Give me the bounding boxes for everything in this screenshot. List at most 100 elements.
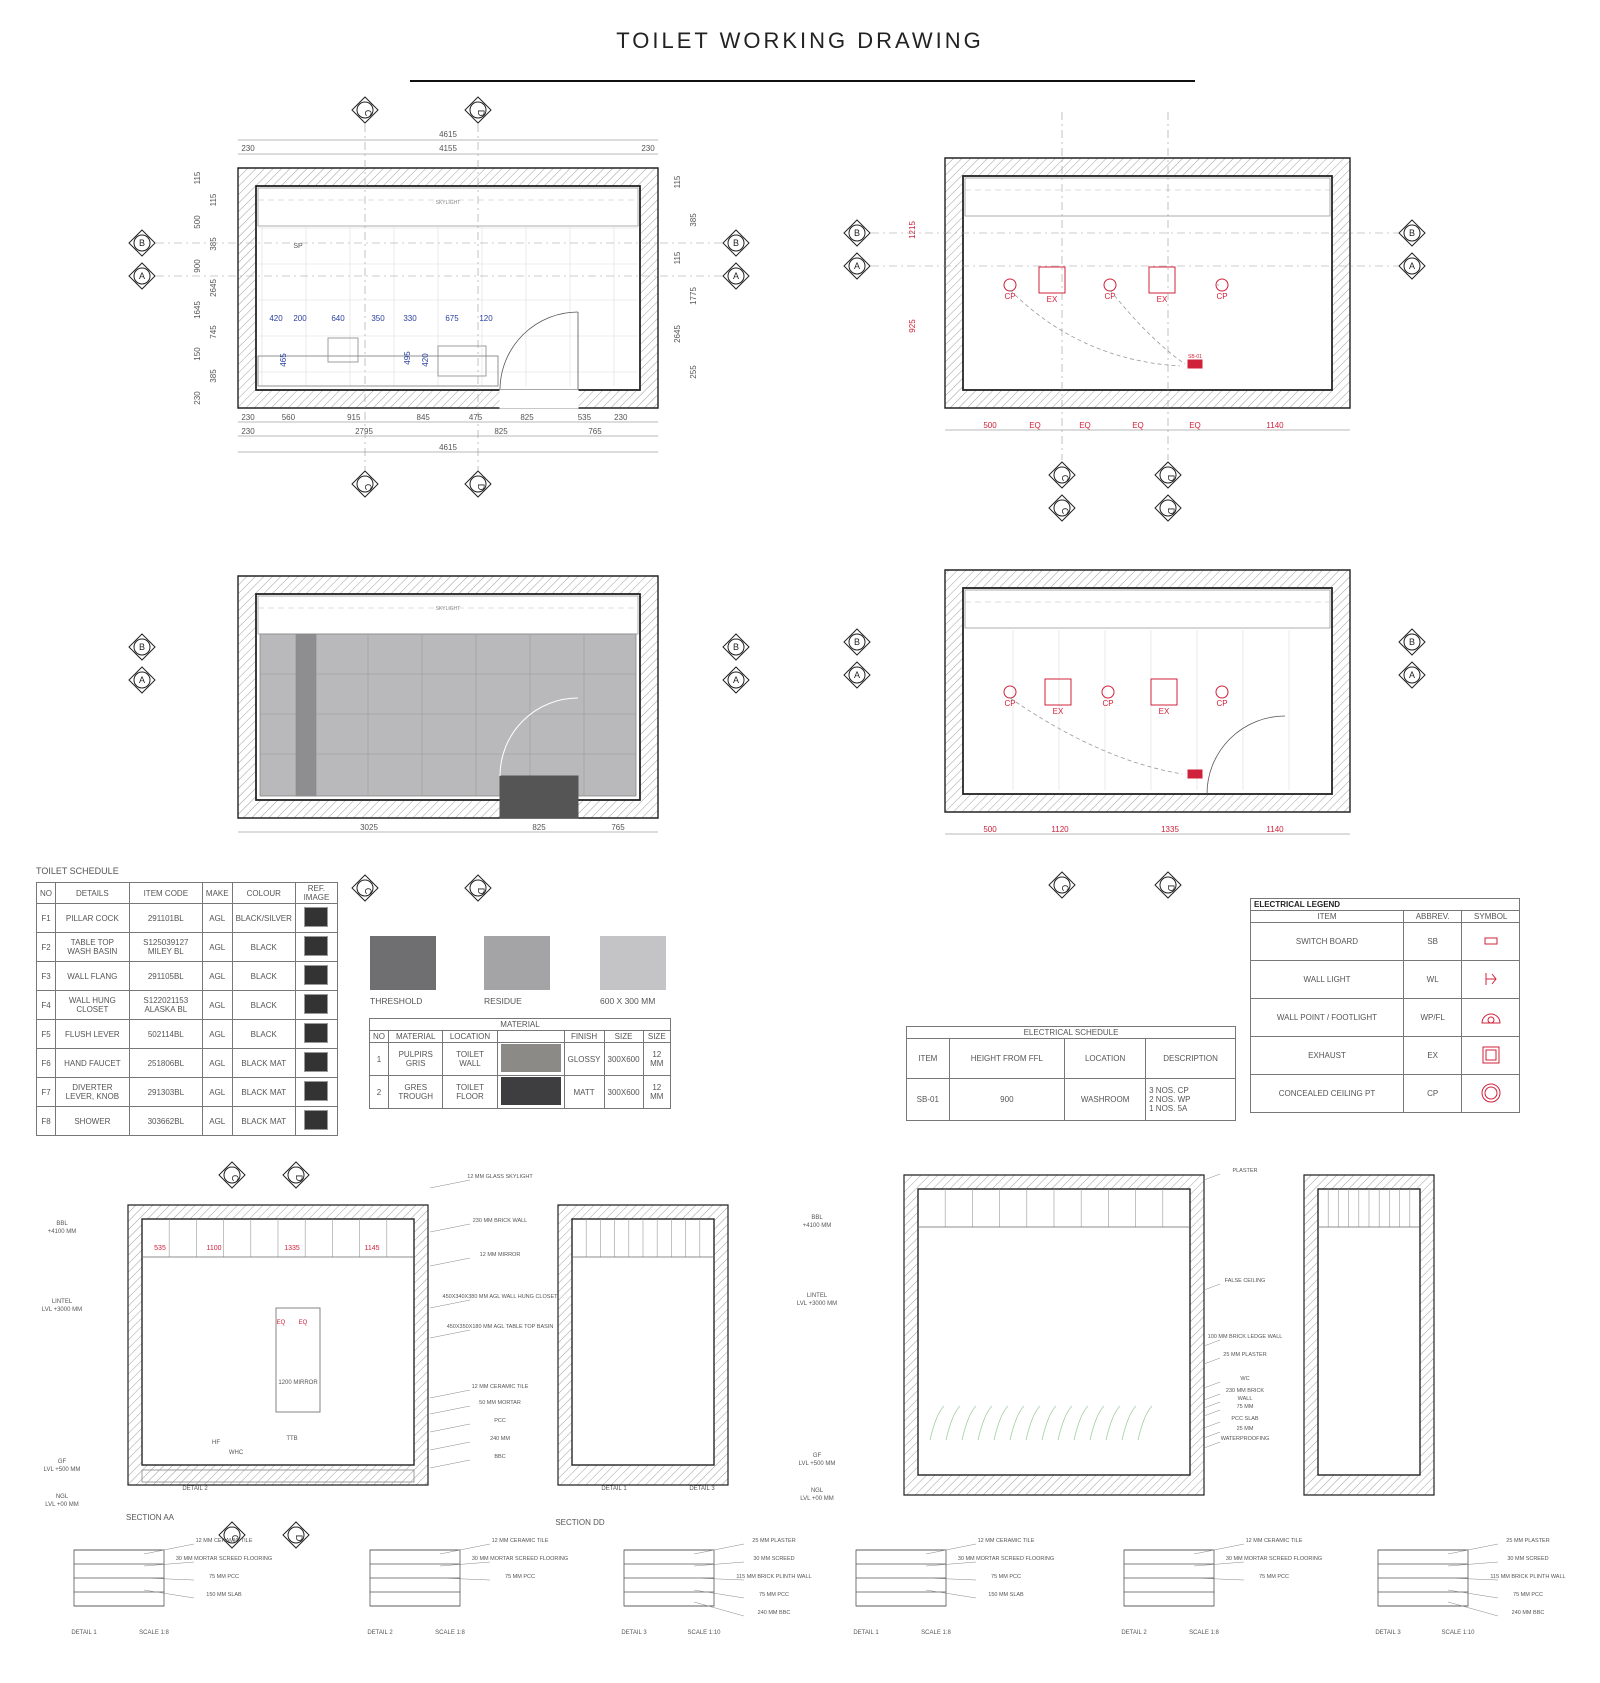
grid-marker-circle bbox=[223, 1166, 241, 1184]
annotation-label: WALL bbox=[1238, 1396, 1253, 1402]
fixture-dim: 200 bbox=[293, 314, 307, 323]
detail-box bbox=[1377, 1549, 1469, 1607]
annotation-label: 50 MM MORTAR bbox=[479, 1400, 521, 1406]
grid-label: A bbox=[733, 271, 739, 281]
leader bbox=[143, 1543, 195, 1555]
level-label: +4100 MM bbox=[803, 1223, 832, 1229]
product-thumbnail bbox=[304, 994, 329, 1014]
grid-label: C bbox=[363, 484, 373, 491]
leader bbox=[1203, 1173, 1221, 1181]
dim-label: 4615 bbox=[439, 130, 457, 139]
plant-leaf bbox=[945, 1405, 961, 1441]
dim-label: 4155 bbox=[439, 144, 457, 153]
level-label: NGL bbox=[56, 1494, 69, 1500]
fixture-dim: 420 bbox=[421, 353, 430, 367]
detail-caption: DETAIL 1 bbox=[71, 1630, 97, 1636]
level-label: BBL bbox=[56, 1221, 68, 1227]
dim-label: 915 bbox=[347, 413, 361, 422]
grid-label: B bbox=[854, 228, 860, 238]
grid-marker-circle bbox=[1403, 633, 1421, 651]
swatch-label: 600 X 300 MM bbox=[600, 996, 656, 1006]
leader bbox=[1447, 1601, 1499, 1617]
leader bbox=[429, 1405, 471, 1415]
table-cell: 502114BL bbox=[128, 1019, 203, 1049]
fixture-tag: EQ bbox=[277, 1320, 286, 1326]
fixture-tag: TTB bbox=[286, 1436, 297, 1442]
table-cell: AGL bbox=[201, 903, 233, 933]
level-label: GF bbox=[813, 1453, 822, 1459]
grid-label: C bbox=[363, 110, 373, 117]
annotation-label: 450X350X180 MM AGL TABLE TOP BASIN bbox=[447, 1324, 554, 1330]
detail-scale: SCALE 1:10 bbox=[687, 1630, 721, 1636]
exhaust-symbol bbox=[1044, 678, 1072, 706]
detail-annotation: 75 MM PCC bbox=[759, 1592, 789, 1598]
dim-label: 385 bbox=[209, 369, 218, 383]
table-cell: 2 bbox=[369, 1075, 389, 1109]
leader bbox=[429, 1257, 471, 1267]
toilet-schedule-title: TOILET SCHEDULE bbox=[36, 866, 119, 876]
grid-marker-circle bbox=[1159, 499, 1177, 517]
dim-label: 825 bbox=[532, 823, 546, 832]
leader bbox=[1193, 1561, 1245, 1567]
swatch bbox=[484, 936, 550, 990]
grid-marker-circle bbox=[356, 101, 374, 119]
table-cell: PILLAR COCK bbox=[55, 903, 130, 933]
annotation-label: 12 MM GLASS SKYLIGHT bbox=[467, 1174, 533, 1180]
detail-tag: DETAIL 3 bbox=[689, 1486, 715, 1492]
fixture-tag: EQ bbox=[299, 1320, 308, 1326]
dim-label: 1120 bbox=[1051, 825, 1069, 834]
table-cell bbox=[496, 1042, 565, 1076]
table-cell: CONCEALED CEILING PT bbox=[1250, 1074, 1404, 1113]
dim-label: 560 bbox=[282, 413, 296, 422]
grid-marker bbox=[128, 666, 156, 694]
dim-label: 825 bbox=[494, 427, 508, 436]
dim-label: EQ bbox=[1132, 421, 1144, 430]
table-cell: WL bbox=[1402, 960, 1463, 999]
product-thumbnail bbox=[304, 1110, 329, 1130]
fixture-dim: 675 bbox=[445, 314, 459, 323]
annotation-label: 230 MM BRICK bbox=[1226, 1388, 1265, 1394]
grid-label: A bbox=[139, 675, 145, 685]
grid-marker bbox=[1398, 661, 1426, 689]
room-inner bbox=[255, 185, 641, 391]
red-dim: 1145 bbox=[364, 1245, 379, 1252]
grid-marker-circle bbox=[133, 638, 151, 656]
table-cell: BLACK MAT bbox=[231, 1077, 296, 1107]
plant-leaf bbox=[1137, 1405, 1153, 1441]
table-cell: AGL bbox=[201, 1106, 233, 1136]
cp-symbol bbox=[1103, 278, 1117, 292]
exhaust-label: EX bbox=[1159, 707, 1170, 716]
grid-marker bbox=[722, 229, 750, 257]
annotation-label: WATERPROOFING bbox=[1221, 1436, 1270, 1442]
fixture-dim: 495 bbox=[403, 351, 412, 365]
skylight-label: SKYLIGHT bbox=[436, 606, 461, 612]
table-cell: WALL POINT / FOOTLIGHT bbox=[1250, 998, 1404, 1037]
table-cell: F8 bbox=[36, 1106, 56, 1136]
grid-marker bbox=[1398, 628, 1426, 656]
table-header: NO bbox=[36, 882, 56, 904]
sb-label: SB-01 bbox=[1188, 354, 1202, 360]
threshold bbox=[499, 775, 579, 819]
grid-marker-circle bbox=[287, 1166, 305, 1184]
leader bbox=[925, 1589, 977, 1599]
dim-label: 230 bbox=[241, 427, 255, 436]
dim-label: EQ bbox=[1079, 421, 1091, 430]
dim-label: 230 bbox=[614, 413, 628, 422]
table-cell bbox=[496, 1075, 565, 1109]
ref-image-cell bbox=[294, 1048, 339, 1078]
level-label: LVL +3000 MM bbox=[42, 1307, 82, 1313]
dim-label: 115 bbox=[193, 171, 202, 184]
grid-marker-circle bbox=[727, 671, 745, 689]
dim-label: 115 bbox=[209, 193, 218, 206]
plant-leaf bbox=[1105, 1405, 1121, 1441]
detail-box bbox=[73, 1549, 165, 1607]
grid-marker-circle bbox=[469, 101, 487, 119]
